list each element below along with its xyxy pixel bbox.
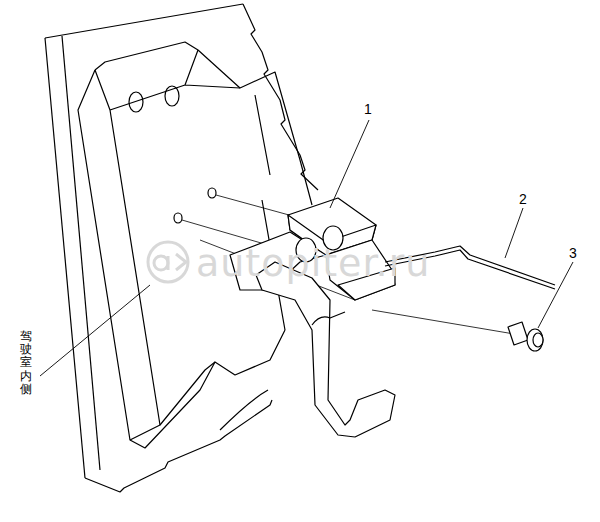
bracket-part [230, 198, 395, 437]
callout-number: 2 [519, 192, 527, 206]
panel-flange [62, 36, 100, 470]
axis-line [182, 195, 520, 335]
leader-line [505, 208, 523, 258]
hole [165, 86, 179, 106]
watermark-logo [148, 242, 188, 282]
plate-top [95, 42, 312, 205]
plate-curve [220, 390, 268, 430]
side-note: 驾驶室内侧 [20, 330, 32, 396]
callout-number: 3 [569, 246, 577, 260]
hole [174, 213, 182, 223]
panel-left-edge [45, 38, 85, 478]
break-line-right [243, 4, 318, 190]
leader-line [538, 262, 573, 328]
leader-line [40, 285, 150, 376]
plate-bevel-bottom [160, 362, 215, 425]
plate-bevel [95, 70, 160, 440]
callout-number: 1 [364, 102, 372, 116]
hole [129, 92, 143, 112]
leader-line [330, 120, 369, 208]
pin [312, 312, 345, 325]
hole [208, 188, 216, 198]
panel-top-edge [45, 4, 243, 38]
bolt-part [508, 322, 543, 351]
break-line-bottom [85, 400, 272, 492]
watermark: autopiter.ru [196, 244, 430, 282]
